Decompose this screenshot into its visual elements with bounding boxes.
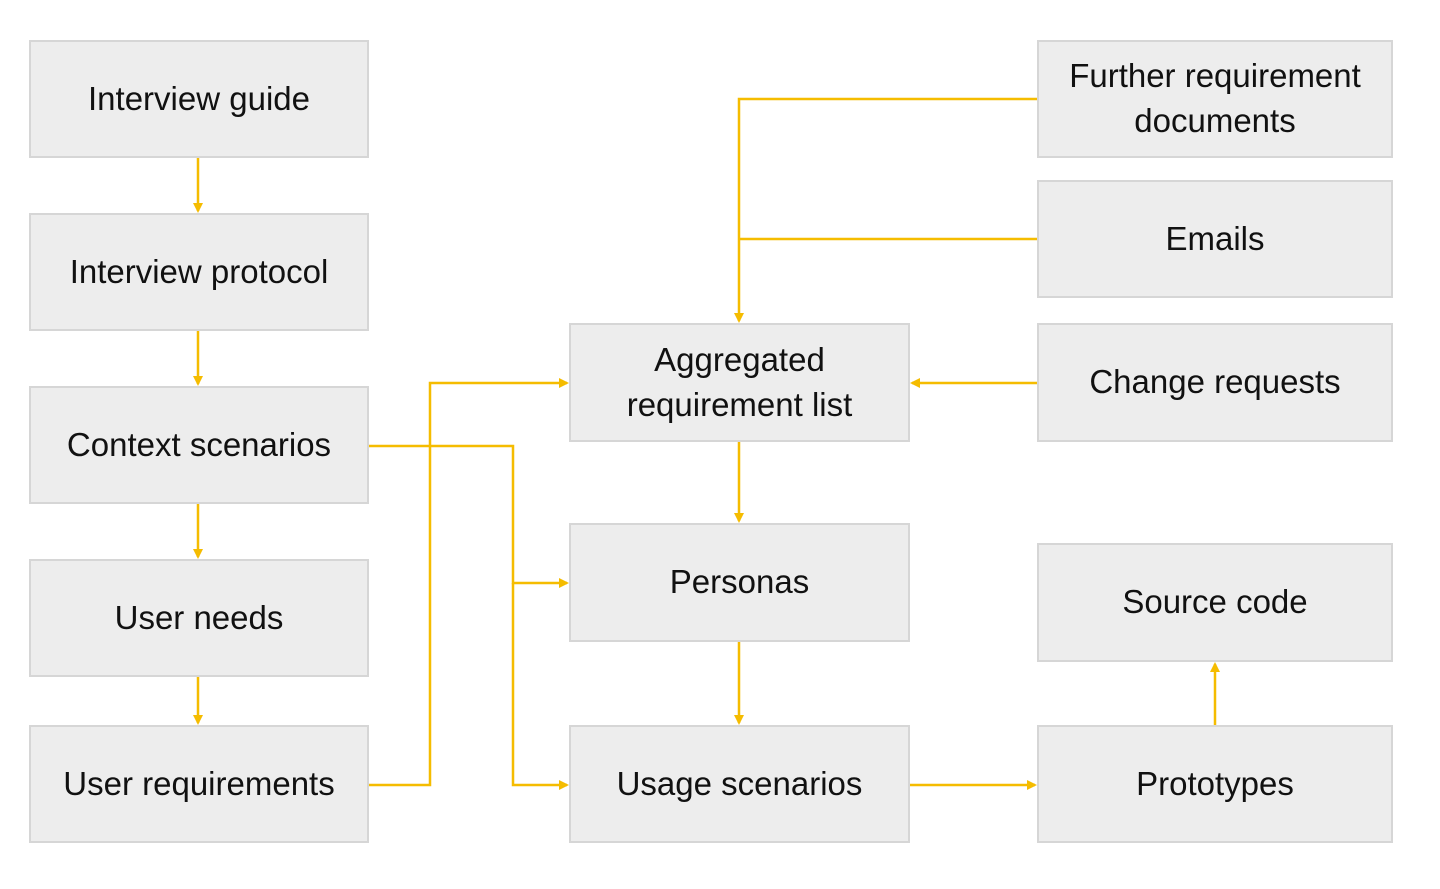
- box-label: Change requests: [1089, 363, 1341, 401]
- connector-context-scenarios-to-personas: [369, 444, 569, 588]
- box-label: Source code: [1122, 583, 1308, 621]
- box-label: Interview guide: [88, 79, 310, 117]
- box-aggregated-requirement-list: Aggregated requirement list: [569, 323, 910, 442]
- box-label: Prototypes: [1136, 764, 1294, 802]
- box-label: Usage scenarios: [616, 764, 863, 802]
- box-prototypes: Prototypes: [1037, 725, 1393, 843]
- box-usage-scenarios: Usage scenarios: [569, 725, 910, 843]
- box-user-needs: User needs: [29, 559, 369, 677]
- connector-further-docs-to-aggregated-list: [734, 97, 1037, 323]
- box-change-requests: Change requests: [1037, 323, 1393, 442]
- box-label: Context scenarios: [66, 425, 332, 463]
- box-label: User needs: [114, 598, 284, 636]
- box-user-requirements: User requirements: [29, 725, 369, 843]
- box-emails: Emails: [1037, 180, 1393, 298]
- connector-user-requirements-to-aggregated-list: [369, 378, 569, 787]
- box-interview-guide: Interview guide: [29, 40, 369, 158]
- box-label: Emails: [1165, 219, 1265, 257]
- connector-context-scenarios-to-usage-scenarios: [511, 583, 569, 790]
- box-source-code: Source code: [1037, 543, 1393, 662]
- box-context-scenarios: Context scenarios: [29, 386, 369, 504]
- box-interview-protocol: Interview protocol: [29, 213, 369, 331]
- box-label: Further requirement documents: [1069, 57, 1361, 139]
- box-label: User requirements: [63, 764, 335, 802]
- box-label: Interview protocol: [69, 252, 329, 290]
- box-label: Personas: [669, 563, 810, 601]
- box-personas: Personas: [569, 523, 910, 642]
- box-further-requirement-documents: Further requirement documents: [1037, 40, 1393, 158]
- box-label: Aggregated requirement list: [626, 340, 853, 423]
